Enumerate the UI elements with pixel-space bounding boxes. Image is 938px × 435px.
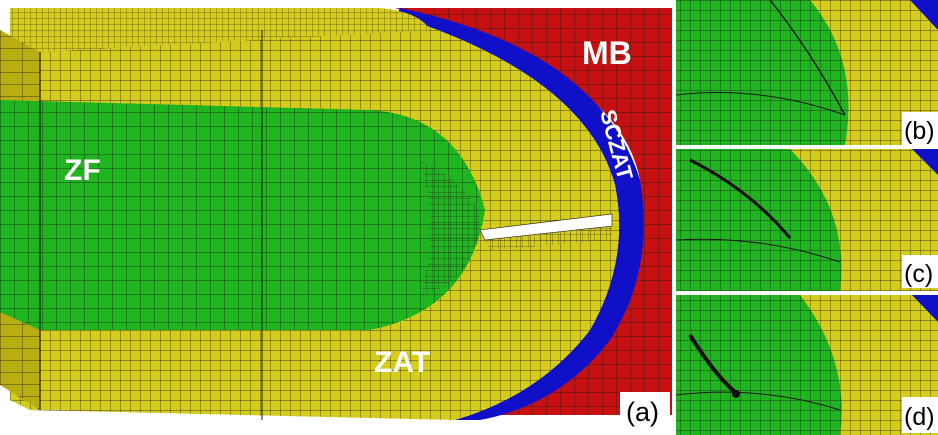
panel-b-label: (b) xyxy=(904,117,935,145)
panel-b-label-box xyxy=(902,112,938,145)
panel-a-label: (a) xyxy=(626,397,659,427)
panel-c-label: (c) xyxy=(904,260,933,288)
panel-d-label-box xyxy=(902,397,938,433)
panel-a-label-box xyxy=(620,392,670,430)
panel-c-label-box xyxy=(902,255,938,288)
panel-gutter-bc xyxy=(676,145,938,149)
panel-gutter-cd xyxy=(676,291,938,295)
panel-c-mesh xyxy=(676,149,938,291)
panel-d-mesh xyxy=(676,295,938,435)
label-mb: MB xyxy=(582,35,632,71)
panel-a-mesh xyxy=(0,8,672,420)
label-zat: ZAT xyxy=(374,346,430,379)
label-zf: ZF xyxy=(64,154,101,187)
panel-d-label: (d) xyxy=(904,403,935,431)
panel-gutter-vertical xyxy=(672,0,676,435)
panel-b-mesh xyxy=(676,0,938,145)
